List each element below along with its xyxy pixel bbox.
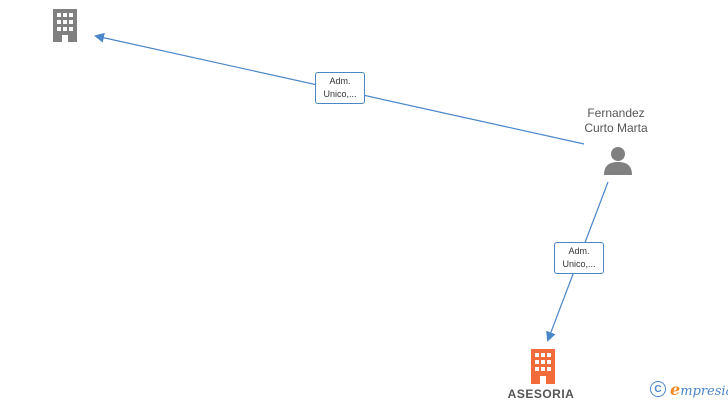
brand-watermark: C empresia bbox=[650, 378, 728, 400]
edge-label-bottom-line1: Adm. bbox=[568, 246, 590, 256]
person-name-line2: Curto Marta bbox=[584, 121, 648, 135]
company-name-label: ASESORIA bbox=[507, 387, 575, 401]
edge-label-top-line1: Adm. bbox=[329, 76, 351, 86]
person-icon bbox=[604, 147, 632, 175]
edge-label-bottom-line2: Unico,... bbox=[562, 259, 596, 269]
edge-label-bottom[interactable]: Adm. Unico,... bbox=[554, 242, 604, 274]
edge-label-top[interactable]: Adm. Unico,... bbox=[315, 72, 365, 104]
company-node-asesoria[interactable] bbox=[527, 348, 559, 389]
brand-name-rest: mpresia bbox=[680, 383, 728, 399]
copyright-icon: C bbox=[650, 381, 666, 397]
company-node-top[interactable] bbox=[50, 8, 80, 47]
person-name-line1: Fernandez bbox=[587, 106, 645, 120]
brand-name: empresia bbox=[670, 380, 728, 399]
building-icon bbox=[53, 9, 77, 42]
building-icon bbox=[531, 349, 555, 384]
person-node[interactable] bbox=[603, 145, 633, 180]
brand-name-initial: e bbox=[670, 379, 681, 399]
edge-label-top-line2: Unico,... bbox=[323, 89, 357, 99]
person-name-label: Fernandez Curto Marta bbox=[556, 106, 676, 136]
